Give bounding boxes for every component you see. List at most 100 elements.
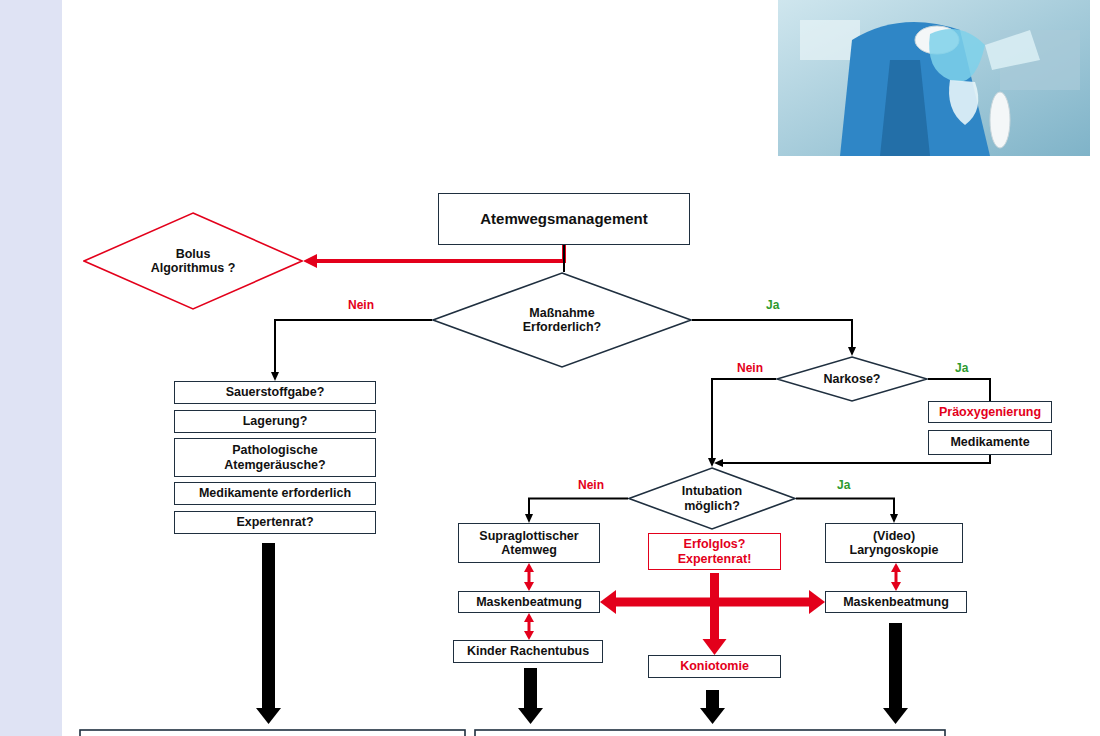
- connector: [564, 245, 565, 272]
- connector: [600, 573, 715, 614]
- connector: [271, 320, 432, 381]
- decision-diamond: Maßnahme Erforderlich?: [432, 272, 692, 368]
- arrow-head: [524, 631, 534, 640]
- edge-label: Nein: [578, 478, 604, 492]
- connector: [303, 245, 564, 268]
- warning-box: Erfolglos? Expertenrat!: [648, 533, 781, 570]
- connector-line: [895, 570, 898, 584]
- node-text: Koniotomie: [680, 659, 749, 673]
- arrow-head: [891, 582, 901, 591]
- connector-line: [528, 620, 531, 633]
- thick-down-arrows: [256, 543, 908, 724]
- connector-line: [928, 379, 990, 401]
- arrow-head: [891, 563, 901, 572]
- node-text: Maskenbeatmung: [843, 595, 949, 609]
- edge-label: Ja: [955, 361, 968, 375]
- process-box: Maskenbeatmung: [458, 591, 600, 613]
- node-text: Lagerung?: [243, 414, 308, 428]
- connector-line: [528, 570, 531, 584]
- arrow-head: [708, 458, 716, 467]
- connector-line: [613, 573, 715, 602]
- arrow-head: [303, 254, 317, 268]
- node-text: Medikamente erforderlich: [199, 486, 351, 500]
- process-box: Medikamente: [928, 430, 1052, 455]
- node-text: Pathologische Atemgeräusche?: [200, 443, 350, 472]
- connector: [796, 499, 898, 524]
- connector-line: [710, 573, 719, 642]
- node-text: (Video) Laryngoskopie: [839, 529, 949, 558]
- arrow-head: [524, 563, 534, 572]
- connector: [714, 455, 990, 467]
- node-text: Sauerstoffgabe?: [226, 385, 325, 399]
- node-text: Atemwegsmanagement: [480, 210, 648, 227]
- connector-line: [529, 499, 628, 516]
- side-band: [0, 0, 62, 736]
- node-text: Expertenrat?: [236, 515, 313, 529]
- node-text: Narkose?: [824, 372, 881, 386]
- node-text: Kinder Rachentubus: [467, 644, 589, 658]
- edge-label: Nein: [348, 298, 374, 312]
- edge-label: Ja: [766, 298, 779, 312]
- connector-line: [796, 499, 894, 516]
- start-box: Atemwegsmanagement: [438, 193, 690, 245]
- decision-diamond: Intubation möglich?: [628, 467, 796, 530]
- arrow-head: [271, 372, 279, 381]
- connector-line: [314, 245, 564, 261]
- process-box: Sauerstoffgabe?: [174, 381, 376, 404]
- connector-line: [275, 320, 432, 374]
- connector: [524, 563, 534, 591]
- edge-label: Ja: [837, 478, 850, 492]
- connector: [524, 613, 534, 640]
- connector: [692, 320, 856, 356]
- connector-line: [692, 320, 852, 349]
- diamond-polygon: [84, 213, 302, 309]
- arrow-head: [703, 639, 727, 655]
- diamond-polygon: [629, 468, 795, 529]
- node-text: Bolus Algorithmus ?: [143, 247, 243, 276]
- diamond-polygon: [433, 273, 691, 367]
- process-box: Kinder Rachentubus: [453, 640, 603, 663]
- arrow-head: [809, 590, 825, 614]
- node-text: Intubation möglich?: [672, 484, 752, 513]
- decision-diamond: Bolus Algorithmus ?: [83, 212, 303, 310]
- diamond-polygon: [777, 357, 927, 401]
- connector-line: [721, 455, 990, 463]
- bottom-boxes: [80, 730, 945, 736]
- connector: [928, 379, 990, 401]
- edge-label: Nein: [737, 361, 763, 375]
- connector: [703, 573, 727, 655]
- node-text: Maskenbeatmung: [476, 595, 582, 609]
- decision-diamond: Narkose?: [776, 356, 928, 402]
- node-text: Supraglottischer Atemweg: [467, 529, 592, 558]
- process-box: Maskenbeatmung: [825, 591, 967, 613]
- arrow-head: [890, 514, 898, 523]
- connector: [708, 379, 776, 467]
- node-text: Medikamente: [950, 435, 1029, 449]
- arrow-head: [848, 347, 856, 356]
- connector-line: [712, 379, 776, 460]
- node-text: Maßnahme Erforderlich?: [512, 306, 612, 335]
- process-box: Supraglottischer Atemweg: [458, 523, 600, 563]
- node-text: Erfolglos? Expertenrat!: [667, 537, 762, 566]
- arrow-head: [600, 590, 616, 614]
- process-box: Pathologische Atemgeräusche?: [174, 438, 376, 477]
- arrow-head: [524, 582, 534, 591]
- arrow-head: [525, 514, 533, 523]
- connector: [891, 563, 901, 591]
- process-box: Expertenrat?: [174, 511, 376, 534]
- process-box: Medikamente erforderlich: [174, 482, 376, 505]
- connector: [525, 499, 628, 524]
- process-box: Lagerung?: [174, 410, 376, 433]
- connector-line: [715, 573, 813, 602]
- connector: [715, 573, 826, 614]
- arrow-head: [524, 613, 534, 622]
- process-box: (Video) Laryngoskopie: [825, 523, 963, 563]
- process-box: Präoxygenierung: [928, 401, 1052, 423]
- node-text: Präoxygenierung: [939, 405, 1041, 419]
- arrow-head: [714, 459, 723, 467]
- connector-line: [563, 245, 565, 272]
- process-box: Koniotomie: [648, 655, 781, 678]
